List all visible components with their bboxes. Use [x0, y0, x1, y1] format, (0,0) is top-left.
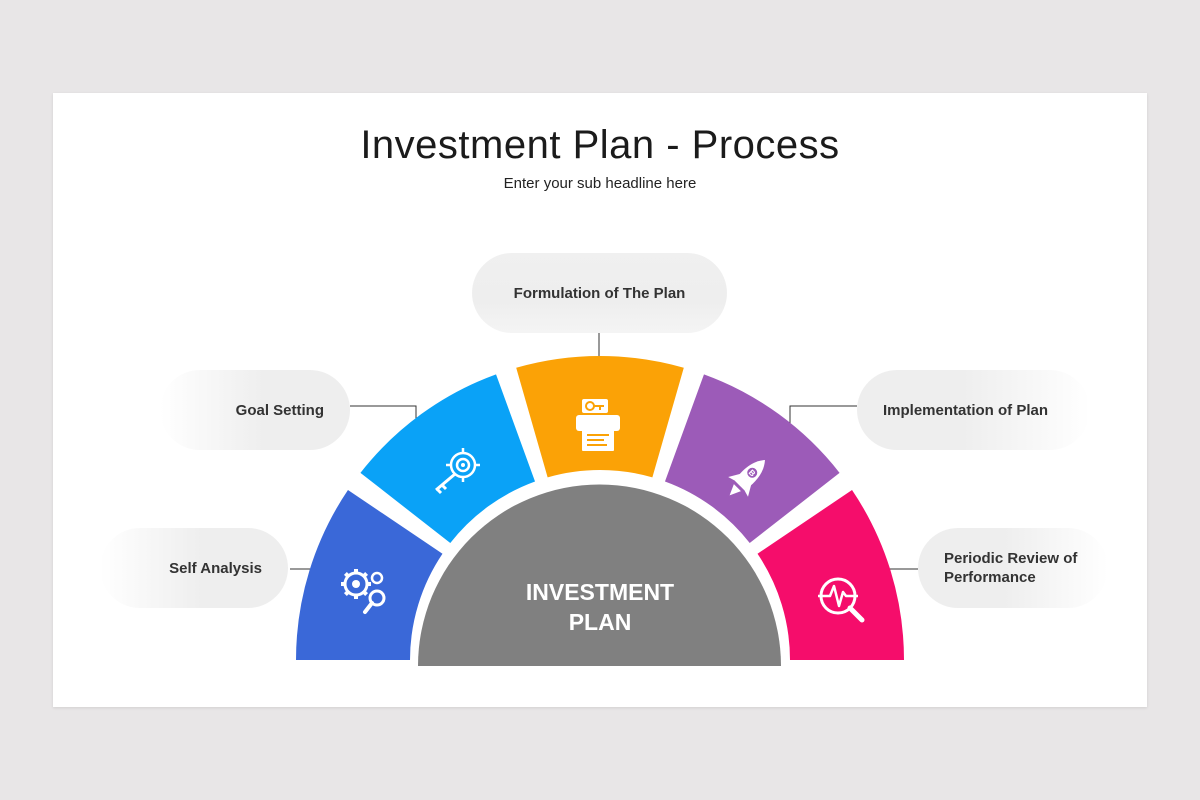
step-label-implementation: Implementation of Plan [857, 370, 1090, 450]
page-subtitle: Enter your sub headline here [503, 175, 697, 192]
segment-implementation [664, 374, 840, 544]
center-half-disc [418, 484, 781, 666]
gears-magnifier-icon [341, 569, 386, 614]
segment-self-analysis [296, 490, 443, 660]
step-label-text: Implementation of Plan [883, 401, 1049, 419]
step-label-goal-setting: Goal Setting [160, 370, 350, 450]
pulse-magnifier-icon [818, 577, 865, 623]
page-title: Investment Plan - Process [360, 123, 840, 167]
center-label-line1: INVESTMENT [526, 579, 674, 605]
segment-periodic-review [757, 490, 904, 660]
step-label-text: Goal Setting [235, 401, 324, 419]
step-label-text: Formulation of The Plan [513, 284, 686, 302]
rocket-bitcoin-icon: B [728, 460, 765, 497]
step-label-periodic-review: Periodic Review of Performance [918, 528, 1108, 608]
step-label-formulation: Formulation of The Plan [472, 253, 727, 333]
target-key-icon [435, 448, 480, 495]
step-label-text: Self Analysis [169, 559, 262, 577]
center-label-line2: PLAN [569, 609, 632, 635]
step-label-self-analysis: Self Analysis [100, 528, 288, 608]
svg-text:B: B [747, 468, 758, 479]
segment-group [296, 356, 904, 660]
step-label-text: Periodic Review of Performance [944, 550, 1078, 586]
segment-goal-setting [360, 374, 536, 544]
printer-key-icon [576, 399, 620, 451]
connector-implementation [789, 405, 857, 432]
